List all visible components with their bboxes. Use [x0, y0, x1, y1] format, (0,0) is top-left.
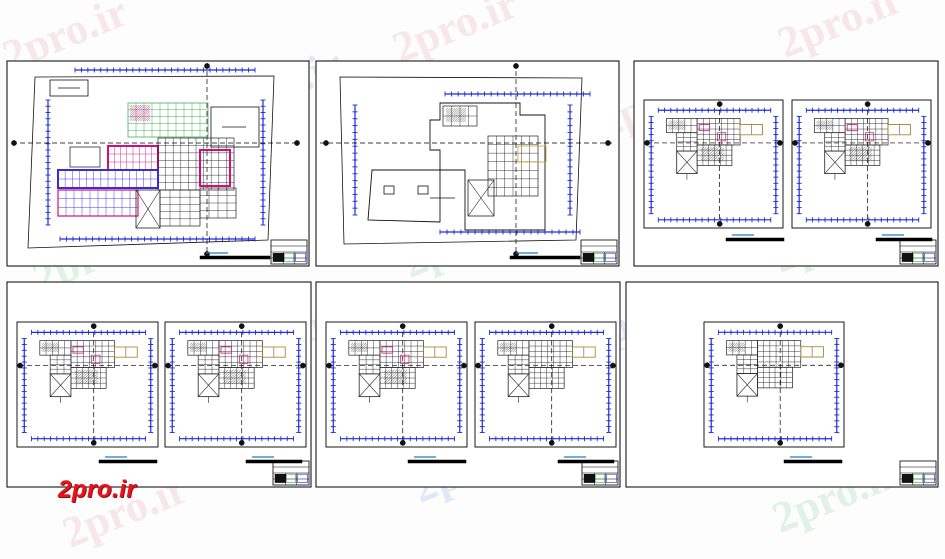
axis-marker — [476, 363, 481, 368]
drawing-sheet-2 — [316, 61, 619, 266]
axis-marker — [865, 221, 870, 226]
axis-marker — [152, 363, 157, 368]
axis-marker — [610, 363, 615, 368]
title-block-logo — [902, 253, 913, 261]
drawing-title-bar — [510, 256, 580, 259]
drawing-sheet-5 — [316, 282, 620, 487]
axis-marker — [400, 440, 405, 445]
sheet-border — [626, 282, 938, 487]
axis-marker — [549, 440, 554, 445]
axis-marker — [865, 101, 870, 106]
axis-marker — [717, 101, 722, 106]
drawing-title-bar — [246, 460, 302, 463]
sheet-border — [316, 282, 620, 487]
title-block — [273, 461, 309, 485]
axis-marker — [704, 363, 709, 368]
drawing-title-bar — [408, 460, 466, 463]
axis-marker — [717, 221, 722, 226]
axis-marker — [18, 363, 23, 368]
axis-marker — [300, 363, 305, 368]
drawing-sheet-4 — [7, 282, 311, 487]
drawing-sheet-6 — [626, 282, 938, 487]
drawing-sheet-1 — [7, 61, 309, 266]
site-logo[interactable]: 2pro.ir — [58, 476, 136, 504]
axis-marker — [294, 140, 299, 145]
axis-marker — [239, 324, 244, 329]
drawing-title-bar — [726, 238, 784, 241]
drawing-title-bar — [200, 256, 270, 259]
axis-marker — [605, 140, 610, 145]
axis-marker — [777, 140, 782, 145]
drawing-title-bar — [876, 238, 932, 241]
axis-marker — [91, 440, 96, 445]
drawing-title-bar — [784, 460, 842, 463]
axis-marker — [91, 324, 96, 329]
axis-marker — [778, 440, 783, 445]
title-block — [581, 240, 617, 264]
title-block — [900, 461, 936, 485]
cad-drawing-canvas — [0, 0, 945, 544]
title-block — [900, 240, 936, 264]
axis-marker — [838, 363, 843, 368]
axis-marker — [239, 440, 244, 445]
axis-marker — [400, 324, 405, 329]
title-block — [271, 240, 307, 264]
drawing-title-bar — [99, 460, 157, 463]
axis-marker — [204, 63, 209, 68]
title-block-logo — [275, 474, 286, 482]
title-block-logo — [902, 474, 913, 482]
drawing-sheet-3 — [634, 61, 938, 266]
title-block-logo — [583, 253, 594, 261]
axis-marker — [323, 140, 328, 145]
axis-marker — [792, 140, 797, 145]
axis-marker — [549, 324, 554, 329]
axis-marker — [778, 324, 783, 329]
axis-marker — [327, 363, 332, 368]
sheet-border — [316, 61, 619, 266]
axis-marker — [166, 363, 171, 368]
title-block-logo — [584, 474, 595, 482]
drawing-title-bar — [558, 460, 614, 463]
title-block — [582, 461, 618, 485]
axis-marker — [925, 140, 930, 145]
axis-marker — [513, 63, 518, 68]
axis-marker — [11, 140, 16, 145]
axis-marker — [644, 140, 649, 145]
sheet-border — [7, 282, 311, 487]
axis-marker — [461, 363, 466, 368]
title-block-logo — [273, 253, 284, 261]
